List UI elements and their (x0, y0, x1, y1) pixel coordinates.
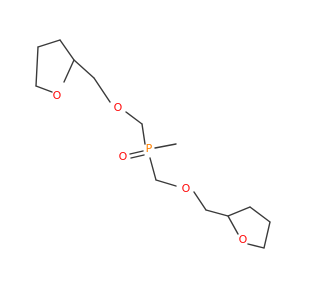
bond (93, 77, 111, 103)
bond (37, 39, 61, 48)
chain-top (73, 59, 146, 145)
bond (154, 143, 177, 149)
bond (149, 157, 157, 181)
bond (35, 46, 39, 87)
bond (155, 179, 177, 187)
phosphorus-center (129, 143, 177, 181)
atom-o-ring-top: O (53, 89, 62, 102)
bond (263, 221, 271, 249)
atom-phosphorus: P (146, 142, 153, 155)
bond (130, 154, 145, 159)
chain-bottom (155, 179, 229, 217)
bond (247, 243, 265, 249)
bond (59, 39, 75, 61)
bond (249, 206, 271, 223)
bond (205, 209, 229, 217)
structure-drawing: O O P O O O (35, 39, 271, 249)
bond (227, 215, 239, 235)
bond (35, 85, 53, 93)
bond (129, 150, 144, 155)
atom-o-phosphoryl: O (119, 150, 128, 163)
atom-o-ether-bottom: O (182, 182, 191, 195)
atom-o-ether-top: O (114, 101, 123, 114)
bond (73, 59, 95, 79)
atom-o-ring-bottom: O (239, 233, 248, 246)
molecule-diagram: O O P O O O (35, 39, 271, 249)
bond (63, 59, 75, 83)
ring-top (35, 39, 75, 93)
ring-bottom (227, 206, 271, 249)
bond (193, 191, 207, 211)
bond (227, 206, 251, 217)
bond (141, 123, 146, 145)
bond (125, 111, 143, 125)
